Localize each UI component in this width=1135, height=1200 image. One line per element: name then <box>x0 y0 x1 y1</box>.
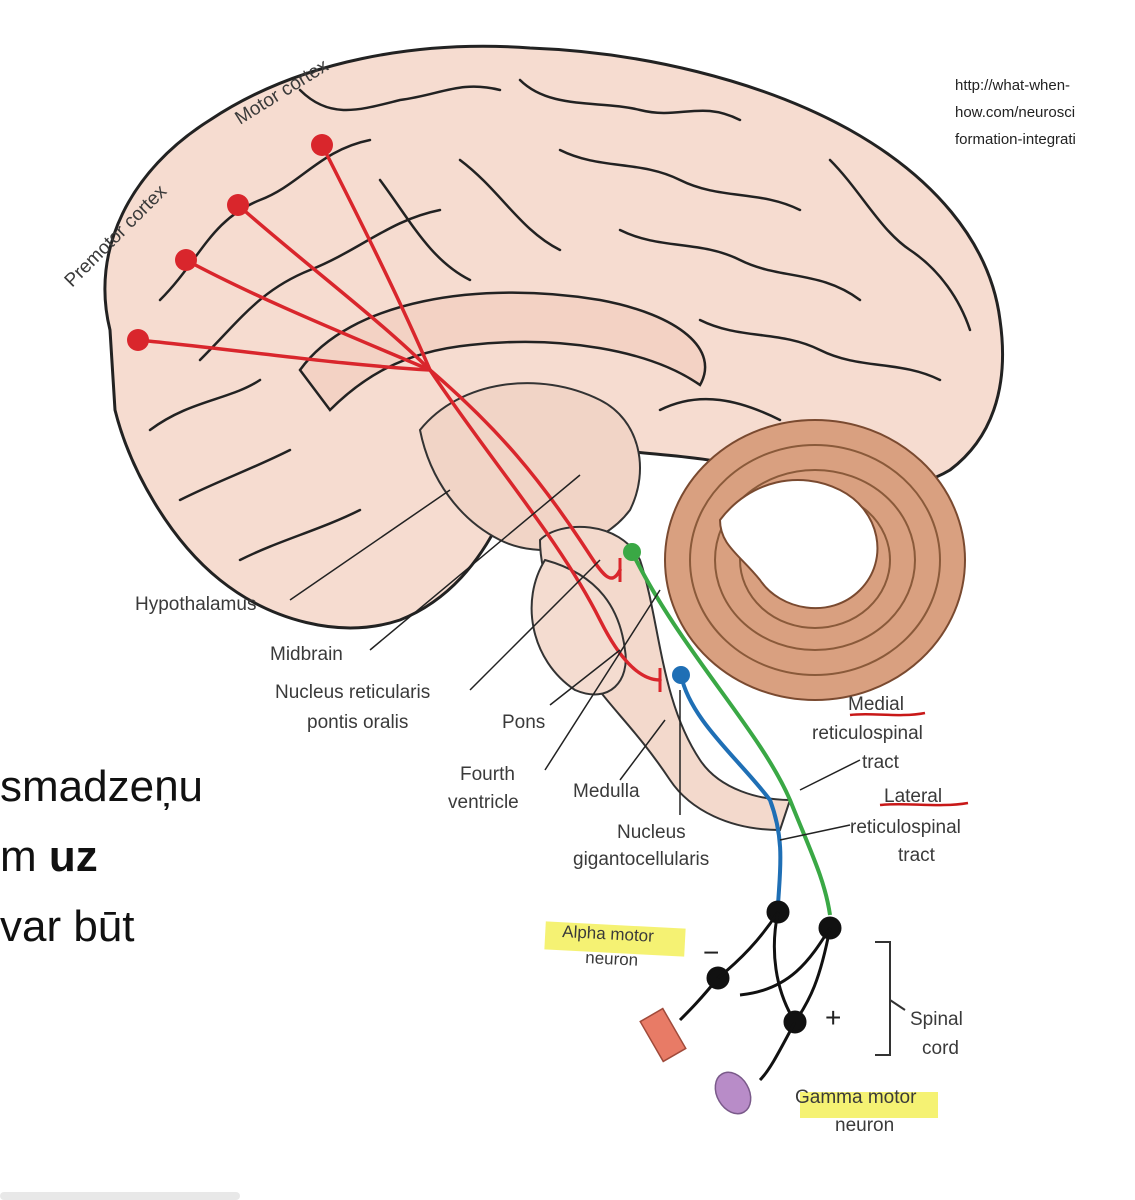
slide-text-line-3: var būt <box>0 892 300 962</box>
label-medial-3: tract <box>862 752 900 773</box>
label-medial: Medial <box>848 694 904 715</box>
label-cord: cord <box>922 1038 959 1059</box>
label-medulla: Medulla <box>573 781 640 802</box>
label-alpha-neuron: neuron <box>585 948 639 970</box>
label-gamma-motor: Gamma motor <box>795 1087 917 1108</box>
label-nucleus-giganto: Nucleus <box>617 822 686 843</box>
extrafusal-muscle <box>640 1009 686 1062</box>
label-nucleus-reticularis-2: pontis oralis <box>307 712 408 733</box>
intrafusal-muscle <box>708 1066 758 1120</box>
label-lateral: Lateral <box>884 786 942 807</box>
label-nucleus-reticularis: Nucleus reticularis <box>275 682 430 703</box>
medullary-neuron <box>672 666 690 684</box>
slide-text-line-2: m uz <box>0 822 300 892</box>
label-plus: + <box>825 1002 841 1033</box>
label-fourth-ventricle: Fourth <box>460 764 515 785</box>
spinal-neurons <box>680 902 840 1080</box>
slide-text-line-2-prefix: m <box>0 832 49 881</box>
label-pons: Pons <box>502 712 545 733</box>
label-lateral-2: reticulospinal <box>850 817 961 838</box>
bottom-scroll-bar <box>0 1192 240 1200</box>
slide-text-line-1: smadzeņu <box>0 752 300 822</box>
slide-body-text: smadzeņu m uz var būt <box>0 752 300 962</box>
label-fourth-ventricle-2: ventricle <box>448 792 519 813</box>
label-spinal: Spinal <box>910 1009 963 1030</box>
source-url-line-3: formation-integrati <box>955 126 1135 153</box>
spinal-bracket <box>875 942 905 1055</box>
source-url: http://what-when- how.com/neurosci forma… <box>955 72 1135 153</box>
label-medial-2: reticulospinal <box>812 723 923 744</box>
label-gamma-neuron: neuron <box>835 1115 894 1136</box>
label-midbrain: Midbrain <box>270 644 343 665</box>
source-url-line-1: http://what-when- <box>955 72 1135 99</box>
label-nucleus-giganto-2: gigantocellularis <box>573 849 709 870</box>
label-hypothalamus: Hypothalamus <box>135 594 256 615</box>
source-url-line-2: how.com/neurosci <box>955 99 1135 126</box>
label-lateral-3: tract <box>898 845 936 866</box>
slide-text-line-2-bold: uz <box>49 832 98 881</box>
label-minus: − <box>703 937 719 968</box>
pontine-neuron <box>623 543 641 561</box>
